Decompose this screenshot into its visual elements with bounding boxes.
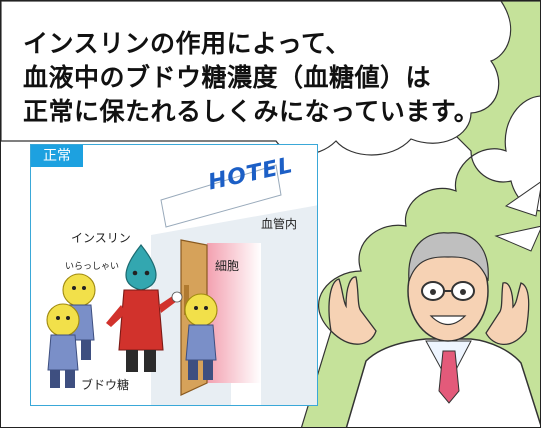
doctor-mouth	[429, 315, 467, 326]
label-cell: 細胞	[215, 259, 240, 273]
doctor-left-hand	[328, 276, 377, 345]
insulin-character	[106, 244, 183, 372]
headline-text: インスリンの作用によって、 血液中のブドウ糖濃度（血糖値）は 正常に保たれるしく…	[23, 27, 479, 129]
doctor-right-hand	[485, 282, 530, 346]
glucose-character	[184, 293, 218, 380]
hotel-sign-board	[160, 164, 282, 228]
label-glucose: ブドウ糖	[81, 378, 130, 392]
glucose-character	[46, 303, 80, 388]
label-greeting: いらっしゃい	[65, 262, 120, 272]
speech-cloud	[1, 1, 512, 156]
insulin-uniform	[118, 289, 164, 351]
cloud-spike	[504, 181, 540, 217]
hotel-scene-illustration	[46, 164, 317, 405]
label-insulin: インスリン	[71, 231, 131, 245]
doctor-tie	[438, 350, 460, 404]
panel-tab-normal: 正常	[31, 145, 83, 167]
headline-line-2: 血液中のブドウ糖濃度（血糖値）は	[23, 63, 432, 92]
cloud-spike	[494, 225, 540, 252]
doctor-illustration	[328, 232, 540, 427]
normal-state-panel: 正常 HOTEL 血管内 インスリン 細胞 いらっしゃい ブドウ糖	[30, 144, 318, 406]
label-blood-vessel: 血管内	[261, 217, 298, 231]
headline-line-1: インスリンの作用によって、	[23, 29, 351, 58]
doctor-hair	[408, 232, 489, 282]
headline-line-3: 正常に保たれるしくみになっています。	[23, 97, 480, 126]
